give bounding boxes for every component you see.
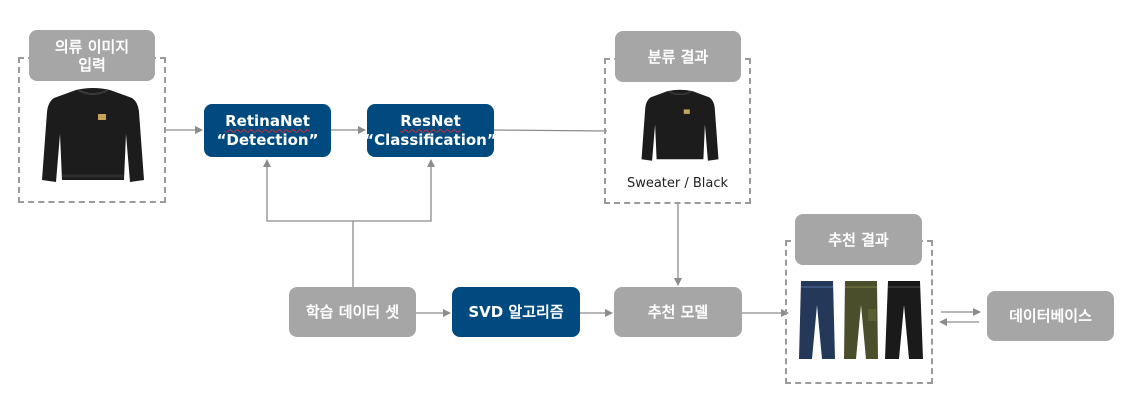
- classification-caption: Sweater / Black: [626, 176, 729, 191]
- input-label-line1: 의류 이미지: [54, 37, 130, 56]
- recommendation-result-label: 추천 결과: [795, 214, 922, 265]
- resnet-title: ResNet: [400, 111, 461, 130]
- training-dataset-box: 학습 데이터 셋: [289, 287, 416, 337]
- pants-icon: [885, 281, 923, 359]
- svd-algorithm-box: SVD 알고리즘: [452, 287, 580, 337]
- database-text: 데이터베이스: [1009, 307, 1092, 325]
- database-box: 데이터베이스: [987, 291, 1114, 341]
- arrow-training-to-retinanet: [263, 159, 354, 287]
- pants-icon: [799, 281, 835, 359]
- classification-result-text: 분류 결과: [647, 47, 709, 66]
- svd-algorithm-text: SVD 알고리즘: [468, 302, 564, 321]
- recommendation-result-text: 추천 결과: [828, 230, 889, 249]
- resnet-subtitle: “Classification”: [364, 130, 497, 149]
- retinanet-subtitle: “Detection”: [216, 130, 319, 149]
- recommendation-model-text: 추천 모델: [647, 303, 709, 321]
- retinanet-title: RetinaNet: [225, 111, 310, 130]
- pants-icon: [844, 281, 878, 359]
- input-label-line2: 입력: [78, 55, 106, 74]
- retinanet-detection-box: RetinaNet “Detection”: [204, 104, 331, 157]
- sweater-icon: [641, 89, 719, 161]
- recommendation-model-box: 추천 모델: [614, 287, 742, 337]
- training-dataset-text: 학습 데이터 셋: [305, 303, 400, 321]
- resnet-classification-box: ResNet “Classification”: [364, 104, 497, 157]
- classification-result-label: 분류 결과: [615, 31, 741, 82]
- arrow-training-to-resnet: [353, 159, 435, 222]
- sweater-icon: [42, 88, 144, 182]
- line-resnet-to-result: [493, 129, 608, 132]
- input-image-label: 의류 이미지 입력: [29, 30, 155, 81]
